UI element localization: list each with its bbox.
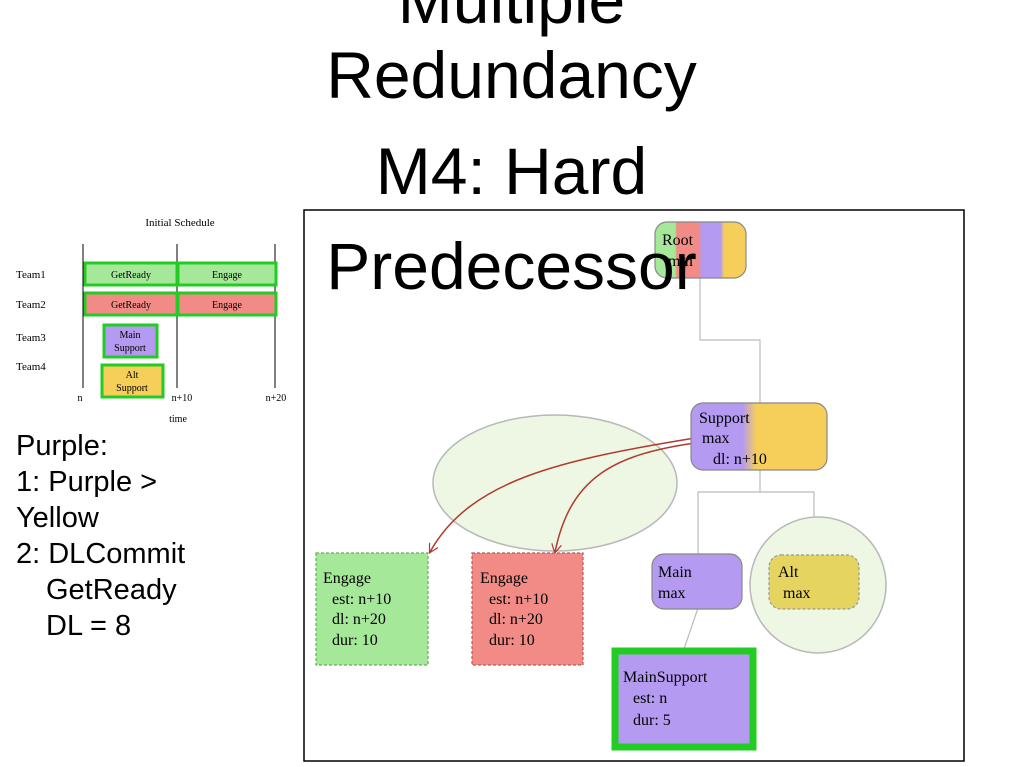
arrow-support-to-engage-red [555,442,696,552]
team3-support-label: Support [114,343,146,354]
schedule-title: Initial Schedule [145,217,214,229]
mainsupport-node [611,647,757,751]
team2-getready-label: GetReady [111,300,151,311]
root-node-type: min [668,253,693,270]
note-line-1: Purple: [16,430,108,462]
team4-support-label: Support [116,383,148,394]
team3-main-label: Main [119,330,140,341]
support-node-name: Support [699,410,750,427]
engage-red-dl: dl: n+20 [489,611,543,628]
connector-main-mainsupport [682,607,699,653]
mainsupport-est: est: n [633,690,667,707]
x-axis-label: time [169,414,187,425]
team1-getready-label: GetReady [111,270,151,281]
schedule-chart: Initial Schedule Team1 Team2 Team3 Team4… [16,217,287,425]
title-line-1: Redundancy [326,38,697,112]
title-line-3: Predecessor [326,229,697,303]
alt-node-name: Alt [778,564,799,581]
team-label-1: Team1 [16,269,46,281]
engage-green-dur: dur: 10 [332,632,378,649]
engage-red-node [471,552,584,666]
main-node-name: Main [658,564,692,581]
engage-green-node [315,552,429,666]
support-node-deadline: dl: n+10 [713,451,767,468]
root-node [654,221,747,279]
alt-node [768,554,860,610]
mainsupport-dur: dur: 5 [633,712,671,729]
engage-red-est: est: n+10 [489,591,548,608]
root-node-name: Root [662,232,694,249]
team2-engage-block [176,291,278,317]
note-line-6: DL = 8 [46,610,132,642]
team3-main-support-block [102,323,159,359]
connector-support-main [697,470,761,554]
engage-group-ellipse [432,414,678,552]
tick-n20: n+20 [266,393,287,404]
title-line-2: M4: Hard [375,134,648,208]
notes-block: Purple: 1: Purple > Yellow 2: DLCommit G… [16,428,185,644]
connector-root-support [699,278,761,403]
note-line-4: 2: DLCommit [16,538,186,570]
note-line-3: Yellow [16,502,99,534]
team2-engage-label: Engage [212,300,243,311]
note-line-2: 1: Purple > [16,466,158,498]
team4-alt-support-block [100,363,165,399]
engage-red-name: Engage [480,570,528,587]
main-node-type: max [658,585,686,602]
tick-n: n [78,393,83,404]
note-line-5: GetReady [46,574,177,606]
alt-node-type: max [783,585,811,602]
engage-red-dur: dur: 10 [489,632,535,649]
support-node [690,402,828,471]
team1-engage-label: Engage [212,270,243,281]
arrow-support-to-engage-green [430,437,696,552]
team-label-3: Team3 [16,332,46,344]
main-node [651,553,743,610]
team1-engage-block [176,261,278,287]
title-top-line: Multiple [397,0,626,37]
team-label-2: Team2 [16,299,46,311]
engage-green-est: est: n+10 [332,591,391,608]
engage-green-dl: dl: n+20 [332,611,386,628]
mainsupport-name: MainSupport [623,669,708,686]
tick-n10: n+10 [172,393,193,404]
engage-green-name: Engage [323,570,371,587]
team4-alt-label: Alt [126,370,139,381]
team-label-4: Team4 [16,361,46,373]
support-node-type: max [702,430,730,447]
